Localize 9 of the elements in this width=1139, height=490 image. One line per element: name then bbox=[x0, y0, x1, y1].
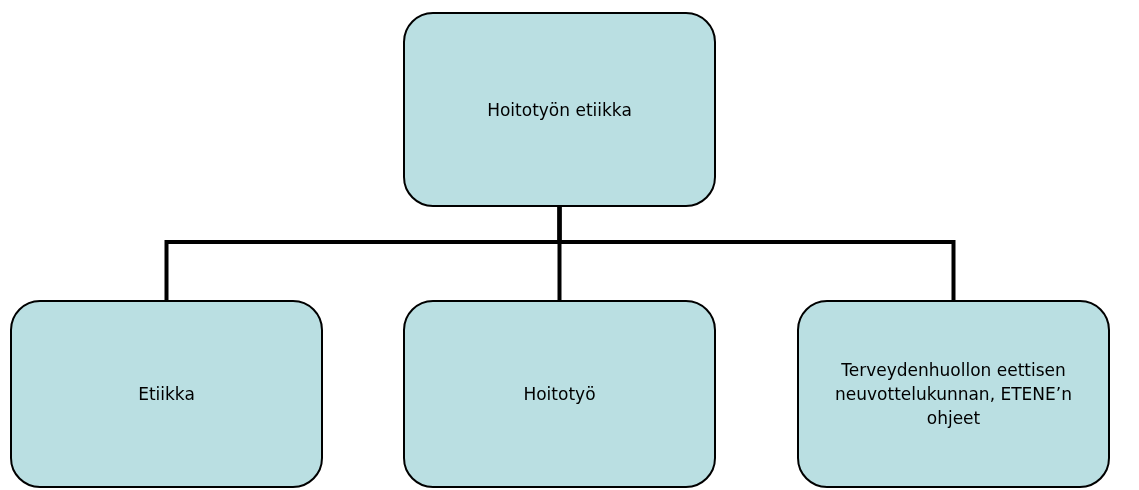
child-box bbox=[403, 300, 716, 488]
node-label: Etiikka bbox=[138, 383, 195, 406]
child-box bbox=[797, 300, 1110, 488]
child-box bbox=[10, 300, 323, 488]
connector-line bbox=[557, 207, 956, 300]
root-box bbox=[403, 12, 716, 207]
node-label: Hoitotyön etiikka bbox=[487, 98, 632, 122]
node-label: Hoitotyö bbox=[523, 383, 596, 406]
node-label: Terveydenhuollon eettisen neuvottelukunnan, ETENE’n ohjeet bbox=[834, 359, 1073, 430]
